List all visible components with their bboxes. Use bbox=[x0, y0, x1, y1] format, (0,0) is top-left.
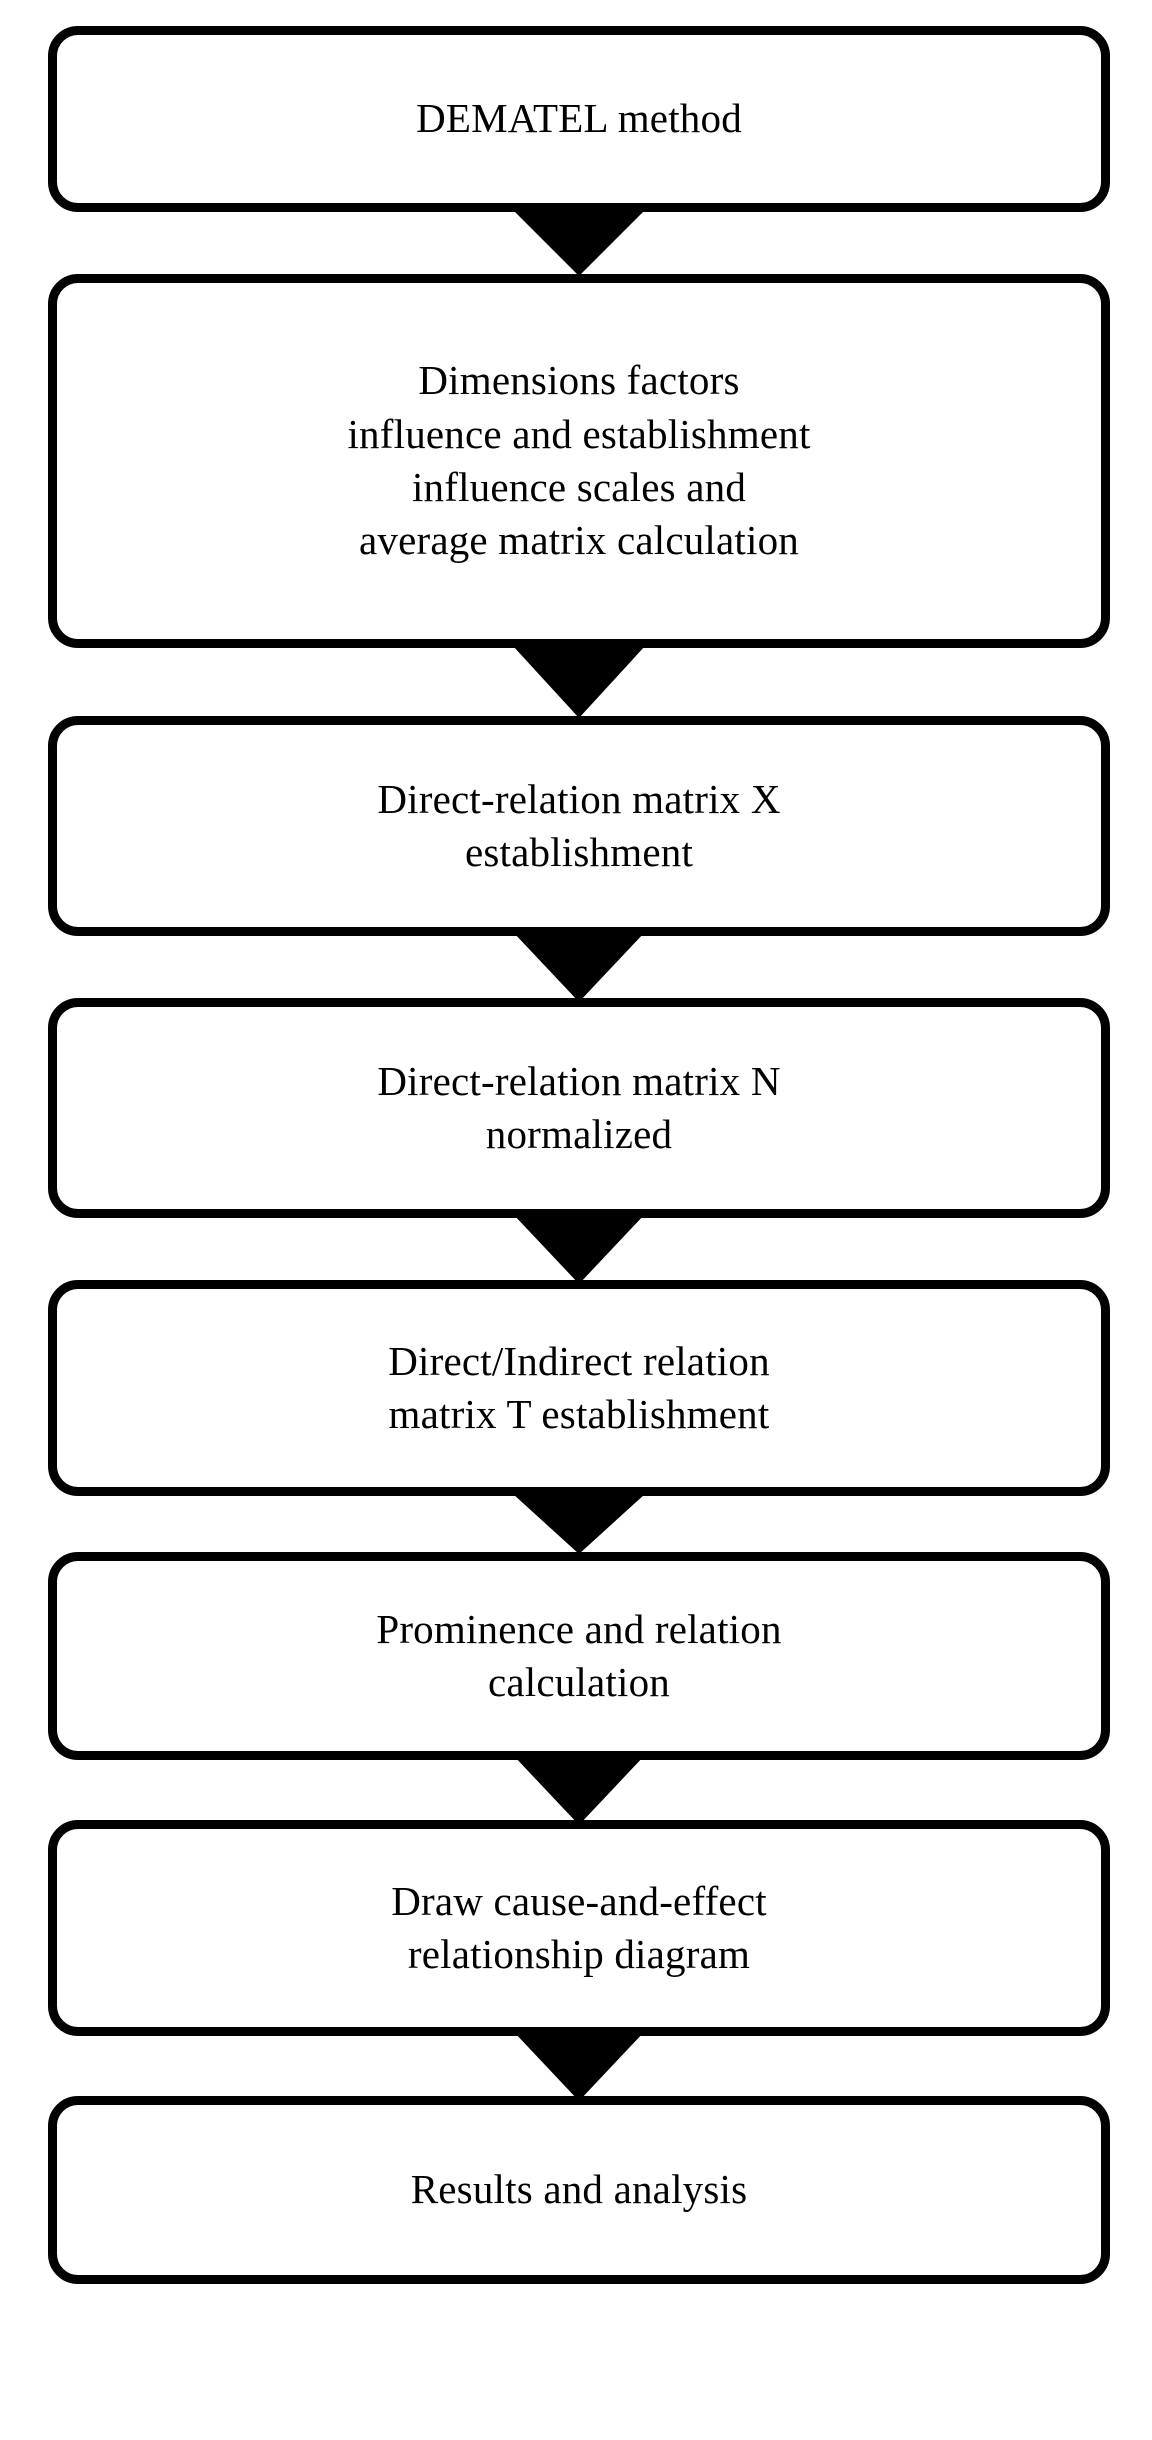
arrow-down-icon bbox=[513, 646, 645, 718]
flow-node-results-and-analysis[interactable]: Results and analysis bbox=[48, 2096, 1110, 2284]
arrow-down-icon bbox=[513, 932, 645, 1002]
arrow-down-icon bbox=[513, 1494, 645, 1554]
arrow-down-icon bbox=[513, 210, 645, 276]
flow-node-label: Prominence and relation calculation bbox=[376, 1605, 782, 1705]
arrow-down-icon bbox=[513, 1755, 645, 1825]
flow-connector-5 bbox=[48, 1494, 1110, 1554]
flow-connector-4 bbox=[48, 1214, 1110, 1284]
arrow-down-icon bbox=[513, 2031, 645, 2101]
flow-node-direct-relation-matrix-n[interactable]: Direct-relation matrix N normalized bbox=[48, 998, 1110, 1218]
flow-node-dematel-method[interactable]: DEMATEL method bbox=[48, 26, 1110, 212]
flow-connector-1 bbox=[48, 210, 1110, 276]
flow-node-draw-cause-and-effect-diagram[interactable]: Draw cause-and-effect relationship diagr… bbox=[48, 1820, 1110, 2036]
arrow-down-icon bbox=[513, 1214, 645, 1284]
flow-connector-6 bbox=[48, 1755, 1110, 1825]
flow-node-prominence-and-relation[interactable]: Prominence and relation calculation bbox=[48, 1552, 1110, 1760]
flow-node-direct-relation-matrix-x[interactable]: Direct-relation matrix X establishment bbox=[48, 716, 1110, 936]
flow-node-direct-indirect-relation-matrix-t[interactable]: Direct/Indirect relation matrix T establ… bbox=[48, 1280, 1110, 1496]
flow-node-label: Draw cause-and-effect relationship diagr… bbox=[391, 1877, 767, 1977]
flow-node-dimensions-factors[interactable]: Dimensions factors influence and establi… bbox=[48, 274, 1110, 648]
flow-node-label: Direct-relation matrix X establishment bbox=[377, 775, 781, 875]
flow-connector-3 bbox=[48, 932, 1110, 1002]
flow-node-label: DEMATEL method bbox=[416, 95, 742, 142]
flow-node-label: Direct-relation matrix N normalized bbox=[377, 1057, 781, 1157]
flow-connector-2 bbox=[48, 646, 1110, 718]
flowchart-node-column: DEMATEL method Dimensions factors influe… bbox=[48, 26, 1110, 2284]
flow-connector-7 bbox=[48, 2031, 1110, 2101]
flow-node-label: Dimensions factors influence and establi… bbox=[347, 357, 811, 564]
flow-node-label: Direct/Indirect relation matrix T establ… bbox=[388, 1337, 770, 1437]
flow-node-label: Results and analysis bbox=[410, 2166, 748, 2213]
